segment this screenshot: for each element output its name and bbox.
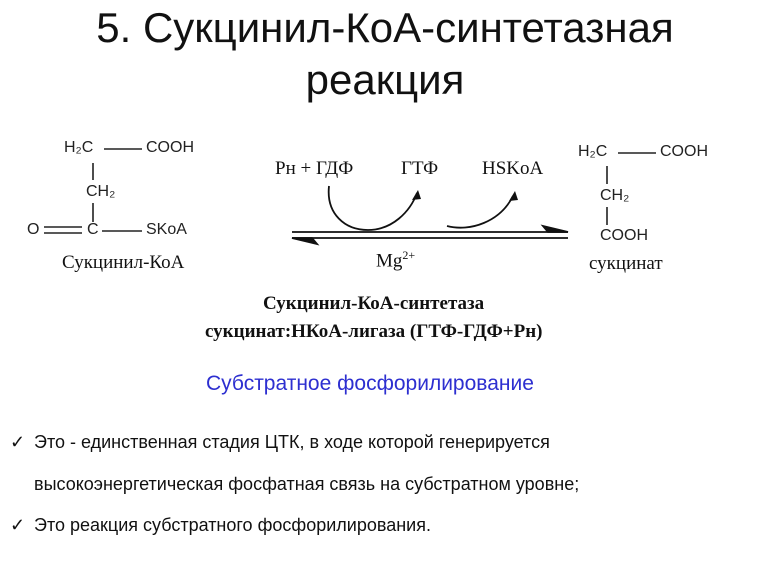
gtp-arrowhead-icon <box>412 190 421 200</box>
equilibrium-arrows <box>291 224 569 246</box>
magnesium-ion-label: Mg2+ <box>376 248 415 272</box>
cofactors-in-label: Pн + ГДФ <box>275 158 354 179</box>
substrate-carbon: C <box>87 221 99 238</box>
substrate-phosphorylation-heading: Субстратное фосфорилирование <box>206 372 534 395</box>
bullet-2-line-1: Это реакция субстратного фосфорилировани… <box>34 515 431 535</box>
substrate-oxygen: O <box>27 221 40 238</box>
product-name: сукцинат <box>589 253 663 274</box>
enzyme-name: Сукцинил-КоА-синтетаза <box>263 293 485 314</box>
enzyme-systematic-name: сукцинат:HКоА-лигаза (ГТФ-ГДФ+Pн) <box>205 321 543 342</box>
checkmark-icon: ✓ <box>10 515 26 535</box>
magnesium-symbol: Mg <box>376 250 403 272</box>
hskoa-label: HSKoA <box>482 158 544 179</box>
bullet-1-continuation: высокоэнергетическая фосфатная связь на … <box>34 474 580 494</box>
reverse-arrowhead-icon <box>291 237 320 246</box>
product-ch2: CH₂ <box>600 187 630 204</box>
slide-title-line-2: реакция <box>305 56 465 103</box>
reaction-diagram-graphics <box>44 148 656 246</box>
product-bonds <box>606 152 656 225</box>
bullet-1-line-1: Это - единственная стадия ЦТК, в ходе ко… <box>34 432 550 452</box>
product-cooh-top: COOH <box>660 143 708 160</box>
bullet-1: ✓ Это - единственная стадия ЦТК, в ходе к… <box>10 432 550 453</box>
magnesium-charge: 2+ <box>402 248 416 262</box>
substrate-ch2: CH₂ <box>86 183 116 200</box>
substrate-name: Сукцинил-КоА <box>62 252 185 273</box>
substrate-cooh: COOH <box>146 139 194 156</box>
product-h2c: H₂C <box>578 143 608 160</box>
bullet-2: ✓ Это реакция субстратного фосфорилирован… <box>10 515 431 536</box>
forward-arrowhead-icon <box>540 224 569 233</box>
substrate-skoa: SKoA <box>146 221 187 238</box>
slide-title-line-1: 5. Сукцинил-КоА-синтетазная <box>96 4 674 51</box>
gtp-label: ГТФ <box>401 158 439 179</box>
product-cooh-bottom: COOH <box>600 227 648 244</box>
checkmark-icon: ✓ <box>10 432 26 452</box>
substrate-bonds <box>44 148 142 234</box>
curved-arrows <box>327 185 514 231</box>
substrate-h2c: H₂C <box>64 139 94 156</box>
hskoa-arrowhead-icon <box>509 191 518 201</box>
